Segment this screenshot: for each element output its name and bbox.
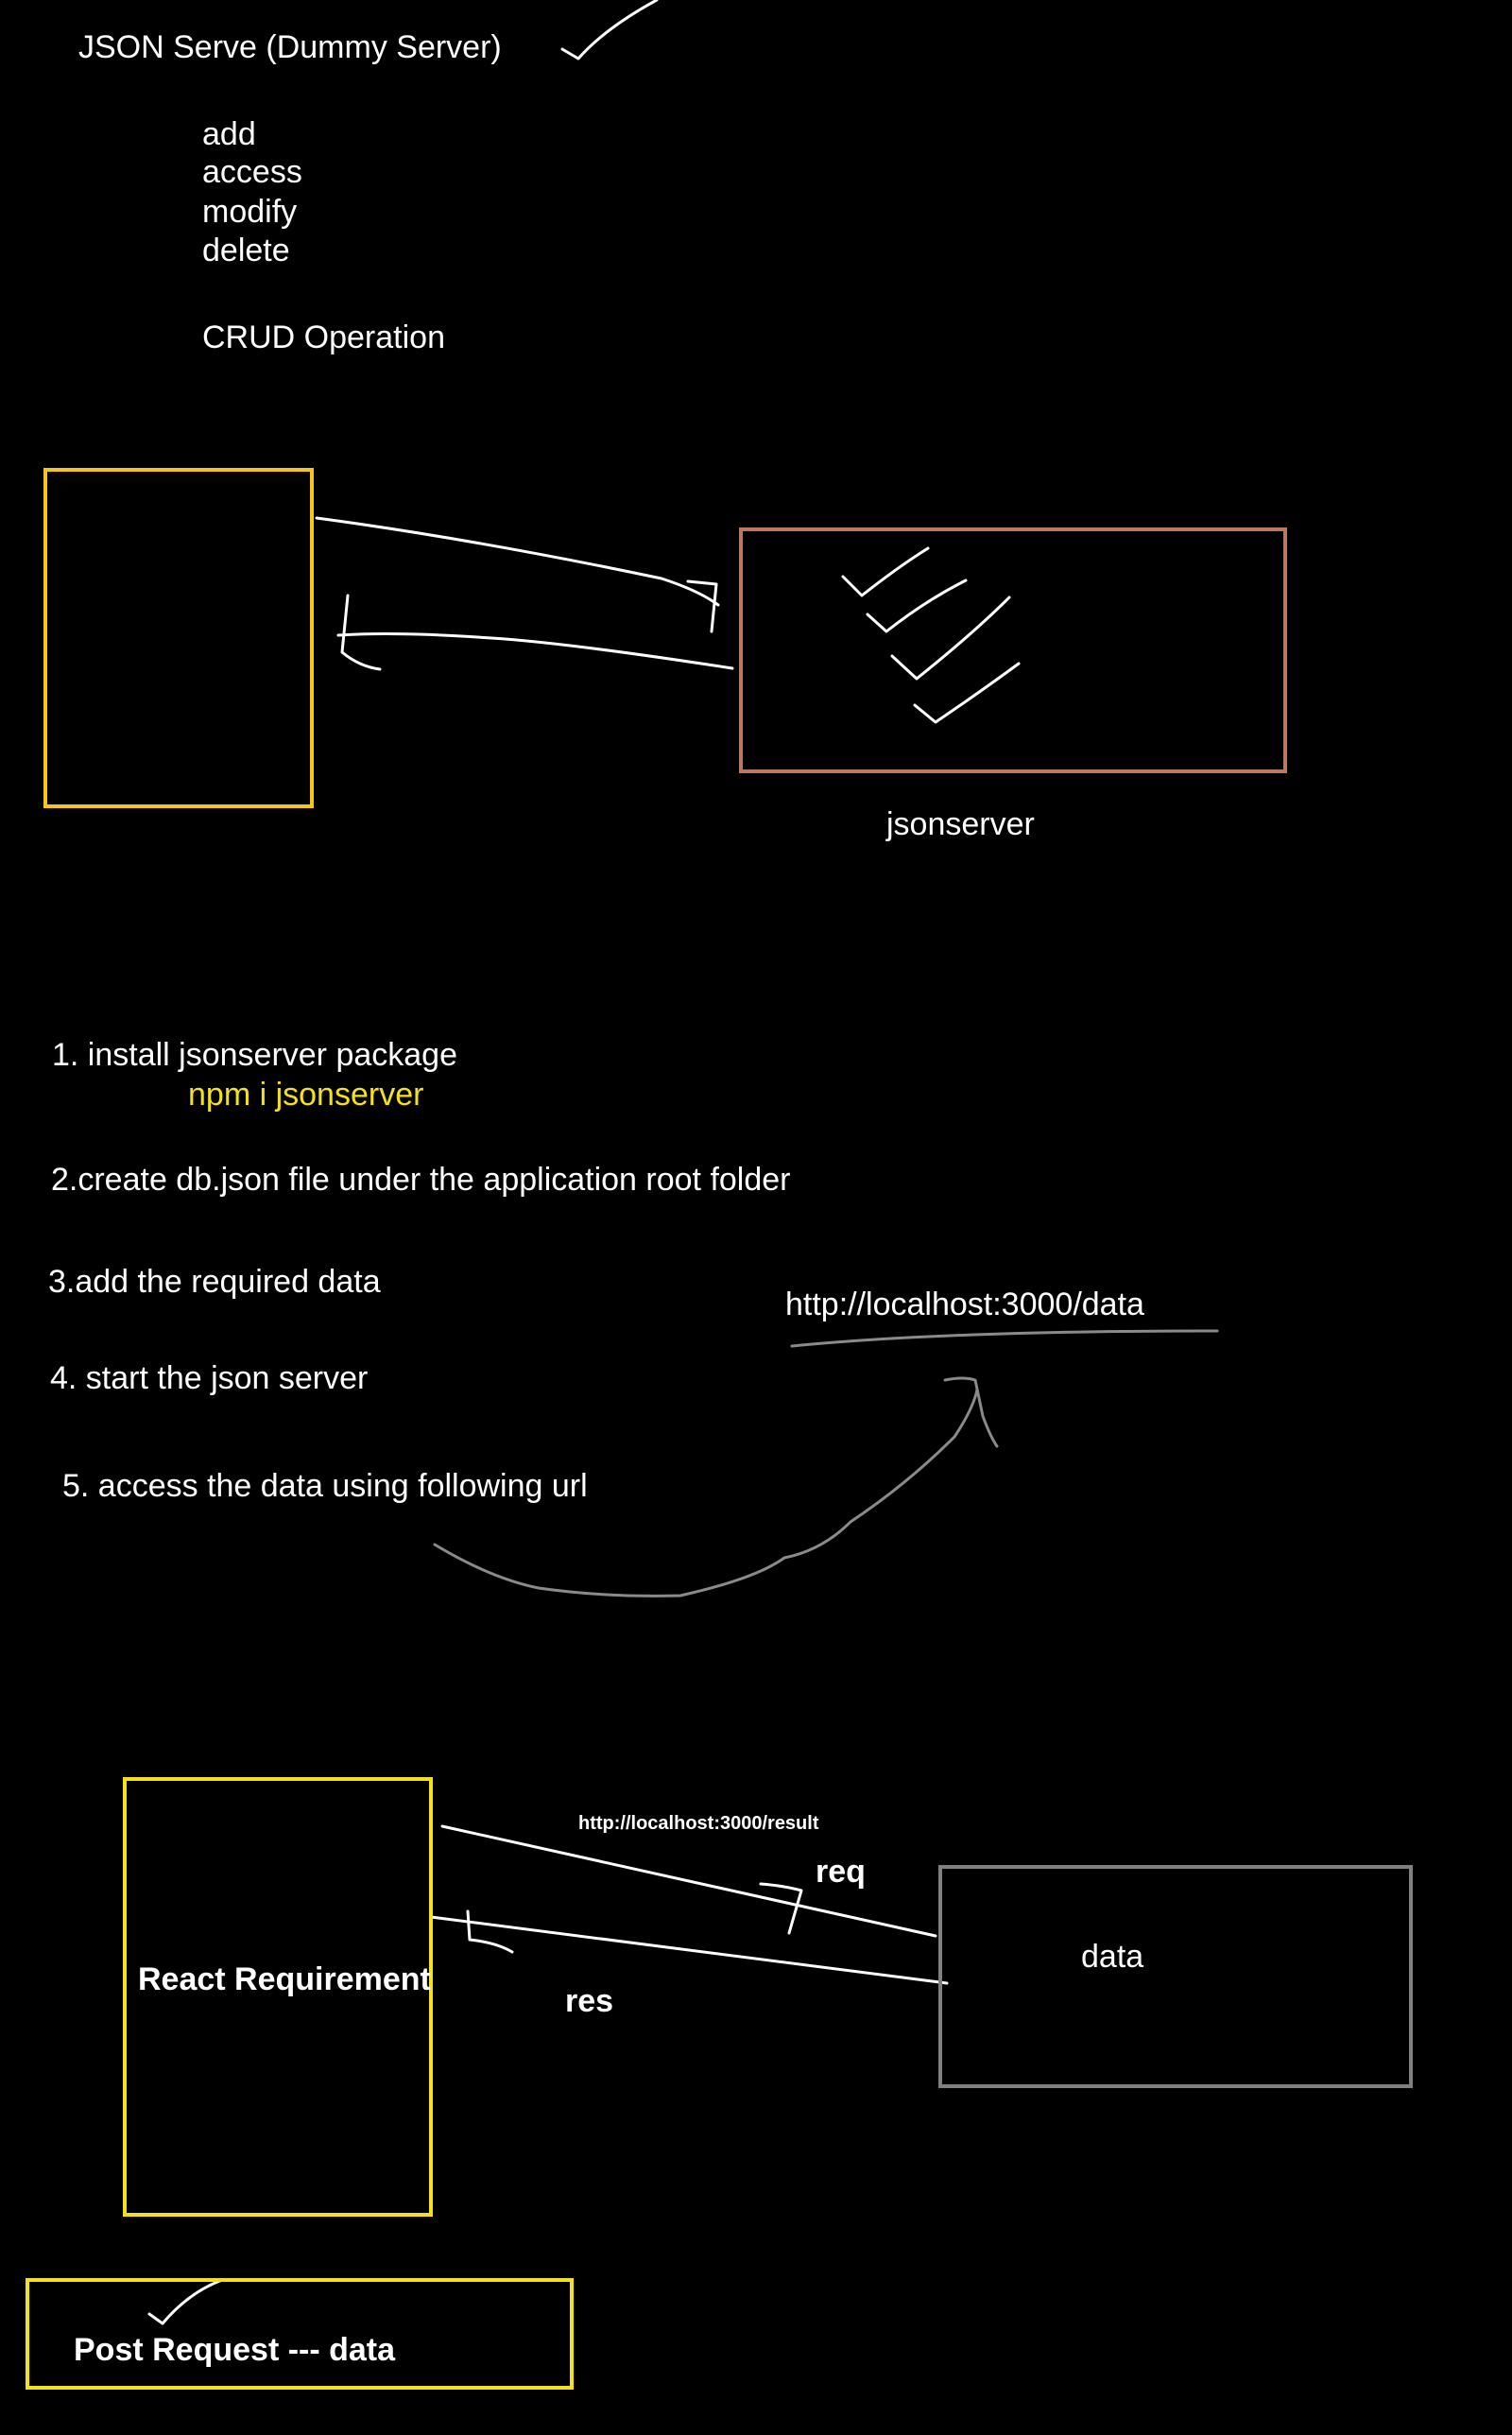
data-server-label: data — [1081, 1939, 1144, 1975]
post-checkmark — [147, 2278, 224, 2325]
response-arrow — [336, 594, 734, 671]
step-1-command: npm i jsonserver — [188, 1077, 424, 1113]
crud-item-modify: modify — [202, 194, 298, 230]
step-5: 5. access the data using following url — [62, 1468, 588, 1504]
data-url: http://localhost:3000/data — [785, 1287, 1144, 1322]
res-line — [429, 1915, 949, 1985]
post-request-box — [26, 2278, 574, 2390]
res-hook — [466, 1909, 514, 1954]
curved-arrow — [433, 1376, 999, 1597]
res-label: res — [565, 1983, 614, 2019]
step-1: 1. install jsonserver package — [52, 1037, 458, 1073]
req-bracket — [759, 1882, 803, 1935]
req-line — [440, 1824, 937, 1938]
crud-item-access: access — [202, 154, 302, 190]
step-2: 2.create db.json file under the applicat… — [51, 1162, 791, 1198]
tick-1 — [841, 546, 930, 597]
req-label: req — [816, 1854, 866, 1890]
tick-4 — [913, 662, 1021, 724]
step-4: 4. start the json server — [50, 1360, 369, 1396]
page-title: JSON Serve (Dummy Server) — [78, 29, 502, 65]
crud-item-delete: delete — [202, 233, 290, 268]
crud-item-add: add — [202, 116, 256, 152]
crud-label: CRUD Operation — [202, 319, 445, 355]
result-url: http://localhost:3000/result — [578, 1813, 819, 1834]
request-arrow — [315, 516, 720, 633]
jsonserver-label: jsonserver — [886, 806, 1035, 842]
jsonserver-box — [739, 527, 1287, 773]
tick-2 — [866, 579, 968, 633]
step-3: 3.add the required data — [48, 1264, 381, 1300]
tick-3 — [890, 596, 1011, 681]
client-box — [43, 468, 314, 808]
data-server-box — [938, 1865, 1413, 2088]
title-checkmark — [560, 0, 659, 60]
url-underline — [790, 1329, 1219, 1348]
react-requirement-label: React Requirement — [138, 1961, 431, 1997]
react-requirement-box — [123, 1777, 433, 2217]
post-request-label: Post Request --- data — [74, 2332, 396, 2368]
